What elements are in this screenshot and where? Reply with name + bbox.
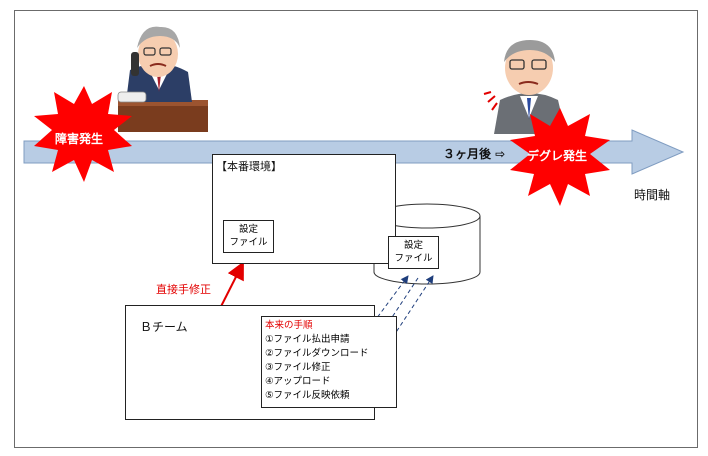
procedure-title: 本来の手順 [265, 320, 313, 331]
team-b-label: Ｂチーム [140, 320, 188, 334]
standard-procedure-box: 本来の手順 ①ファイル払出申請 ②ファイルダウンロード ③ファイル修正 ④アップ… [261, 316, 397, 408]
prod-config-file-line2: ファイル [229, 237, 268, 248]
angry-manager-phone-illustration [117, 26, 208, 132]
procedure-step: ③ファイル修正 [265, 362, 331, 373]
incident-label: 障害発生 [55, 132, 104, 146]
degrade-label: デグレ発生 [527, 149, 588, 163]
procedure-step: ⑤ファイル反映依頼 [265, 390, 350, 401]
direct-edit-label: 直接手修正 [156, 283, 211, 296]
repo-config-file-line2: ファイル [394, 253, 433, 264]
time-axis-label: 時間軸 [634, 188, 671, 202]
prod-config-file-line1: 設定 [238, 224, 258, 235]
production-env-label: 【本番環境】 [216, 160, 282, 173]
after-three-months-label: ３ヶ月後 ⇨ [443, 147, 506, 161]
incident-burst [34, 86, 132, 182]
repo-config-file-line1: 設定 [403, 240, 423, 251]
prod-config-file: 設定 ファイル [223, 220, 274, 253]
degrade-burst [510, 108, 610, 206]
procedure-step: ④アップロード [265, 376, 331, 387]
procedure-step: ②ファイルダウンロード [265, 348, 369, 359]
angry-manager-illustration [483, 40, 566, 134]
procedure-step: ①ファイル払出申請 [265, 334, 350, 345]
repo-config-file: 設定 ファイル [388, 236, 439, 269]
